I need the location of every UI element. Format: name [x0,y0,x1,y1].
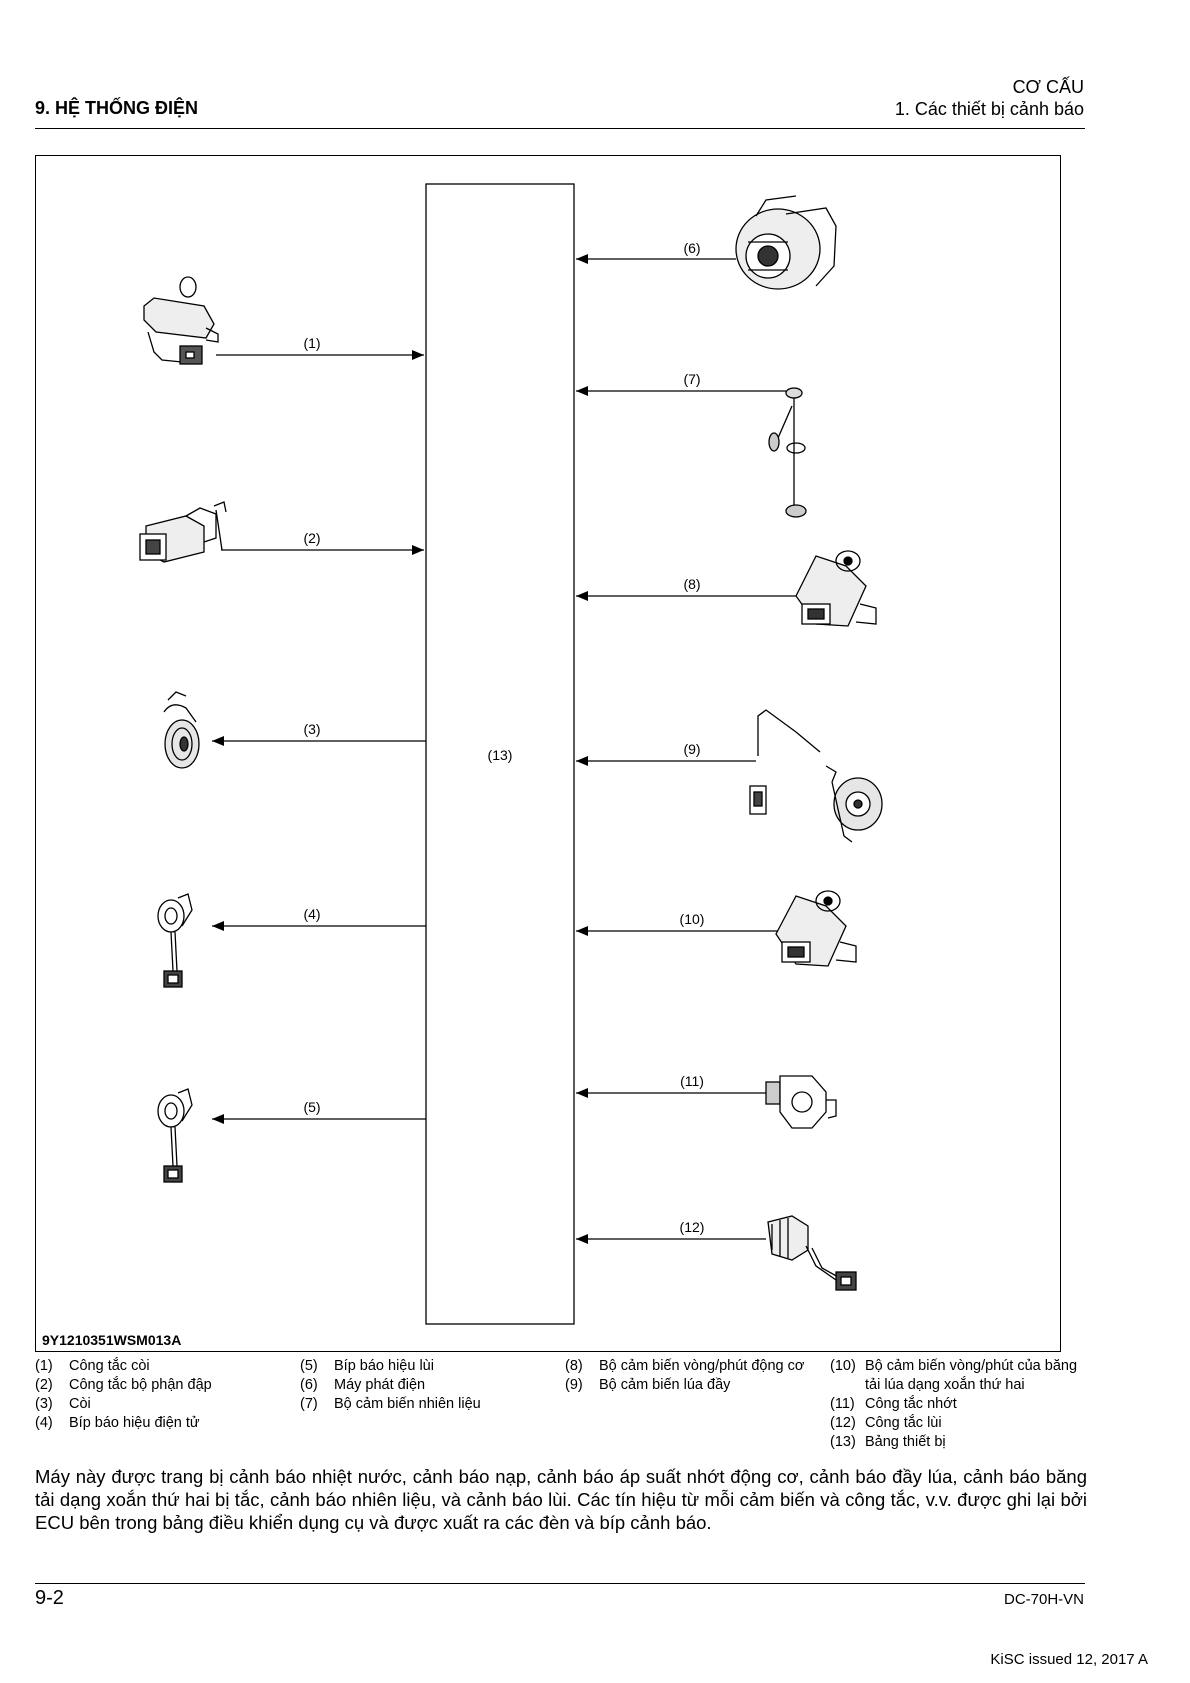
legend-number: (13) [830,1434,856,1450]
diagram-svg: (13) (1) (2) (3) (4) (5) (6) (7) (8) (9)… [42,183,883,1348]
alternator-icon [735,195,837,290]
legend-text: Bíp báo hiệu điện tử [69,1415,200,1431]
document-code: DC-70H-VN [1003,1591,1084,1608]
legend-text: Bộ cảm biến vòng/phút động cơ [599,1358,805,1374]
component-label-2: (2) [303,530,320,546]
legend-item: (4) Bíp báo hiệu điện tử [35,1414,290,1433]
legend-item: (8) Bộ cảm biến vòng/phút động cơ [565,1357,810,1376]
legend-item: (13) Bảng thiết bị [830,1433,1085,1452]
component-label-5: (5) [303,1099,320,1115]
buzzer-icon [157,1088,193,1183]
fuel-sensor-icon [768,387,807,518]
legend-item: (7) Bộ cảm biến nhiên liệu [300,1395,555,1414]
component-label-1: (1) [303,335,320,351]
pedal-switch-icon [139,501,227,563]
legend-item: (9) Bộ cảm biến lúa đầy [565,1376,810,1395]
legend-column-1: (1)Công tắc còi (2)Công tắc bộ phận đập … [35,1357,290,1433]
component-label-6: (6) [683,240,700,256]
component-label-12: (12) [680,1219,705,1235]
legend-text: Công tắc lùi [865,1415,942,1431]
issue-note: KiSC issued 12, 2017 A [990,1651,1148,1668]
oil-pressure-switch-icon [765,1075,837,1129]
reverse-switch-icon [767,1215,857,1291]
legend-item: (10) Bộ cảm biến vòng/phút của băng tải l… [830,1357,1085,1395]
legend-number: (4) [35,1415,53,1431]
legend-text: Máy phát điện [334,1377,426,1393]
legend-column-2: (5) Bíp báo hiệu lùi (6) Máy phát điện (7)… [300,1357,555,1414]
component-label-10: (10) [680,911,705,927]
legend-text: Công tắc bộ phận đập [69,1377,212,1393]
legend-number: (6) [300,1377,318,1393]
legend-item: (5) Bíp báo hiệu lùi [300,1357,555,1376]
rpm-sensor-icon [795,550,877,627]
legend-item: (1) Công tắc còi [35,1357,290,1376]
legend-number: (12) [830,1415,856,1431]
legend-number: (8) [565,1358,583,1374]
instrument-panel-box [425,183,575,1325]
legend-column-4: (10) Bộ cảm biến vòng/phút của băng tải l… [830,1357,1085,1452]
description-paragraph: Máy này được trang bị cảnh báo nhiệt nướ… [35,1466,1087,1533]
footer-rule [35,1583,1085,1584]
buzzer-icon [157,893,193,988]
figure-code: 9Y1210351WSM013A [42,1332,181,1348]
legend-text: Bíp báo hiệu lùi [334,1358,434,1374]
legend-number: (2) [35,1377,53,1393]
component-label-7: (7) [683,371,700,387]
component-label-9: (9) [683,741,700,757]
category-heading: CƠ CẤU [1012,77,1084,97]
legend-text: Bảng thiết bị [865,1434,946,1450]
legend-text: Bộ cảm biến lúa đầy [599,1377,731,1393]
legend-number: (11) [830,1396,855,1412]
legend-text: Bộ cảm biến vòng/phút của băng tải lúa d… [865,1358,1078,1393]
legend-text: Bộ cảm biến nhiên liệu [334,1396,481,1412]
legend-item: (11) Công tắc nhớt [830,1395,1085,1414]
header-rule [35,128,1085,129]
legend-column-3: (8) Bộ cảm biến vòng/phút động cơ (9) Bộ c… [565,1357,810,1395]
legend-item: (12) Công tắc lùi [830,1414,1085,1433]
rpm-sensor-icon [775,890,857,967]
grain-full-sensor-icon [749,709,883,843]
wiring-diagram-figure: (13) (1) (2) (3) (4) (5) (6) (7) (8) (9)… [35,155,1061,1352]
legend-number: (10) [830,1358,856,1374]
legend-number: (5) [300,1358,318,1374]
page-number: 9-2 [35,1587,64,1609]
legend-text: Công tắc nhớt [865,1396,957,1412]
component-label-4: (4) [303,906,320,922]
section-title: 9. HỆ THỐNG ĐIỆN [35,98,199,118]
horn-icon [163,691,200,769]
legend-number: (9) [565,1377,583,1393]
legend-number: (3) [35,1396,53,1412]
legend-number: (7) [300,1396,318,1412]
legend-item: (3) Còi [35,1395,290,1414]
panel-label: (13) [488,747,513,763]
legend-text: Công tắc còi [69,1358,150,1374]
horn-switch-icon [143,276,219,365]
legend-text: Còi [69,1396,91,1412]
component-label-8: (8) [683,576,700,592]
component-label-3: (3) [303,721,320,737]
legend-item: (6) Máy phát điện [300,1376,555,1395]
legend-number: (1) [35,1358,53,1374]
component-label-11: (11) [680,1073,704,1089]
subsection-heading: 1. Các thiết bị cảnh báo [894,99,1084,119]
legend-item: (2) Công tắc bộ phận đập [35,1376,290,1395]
